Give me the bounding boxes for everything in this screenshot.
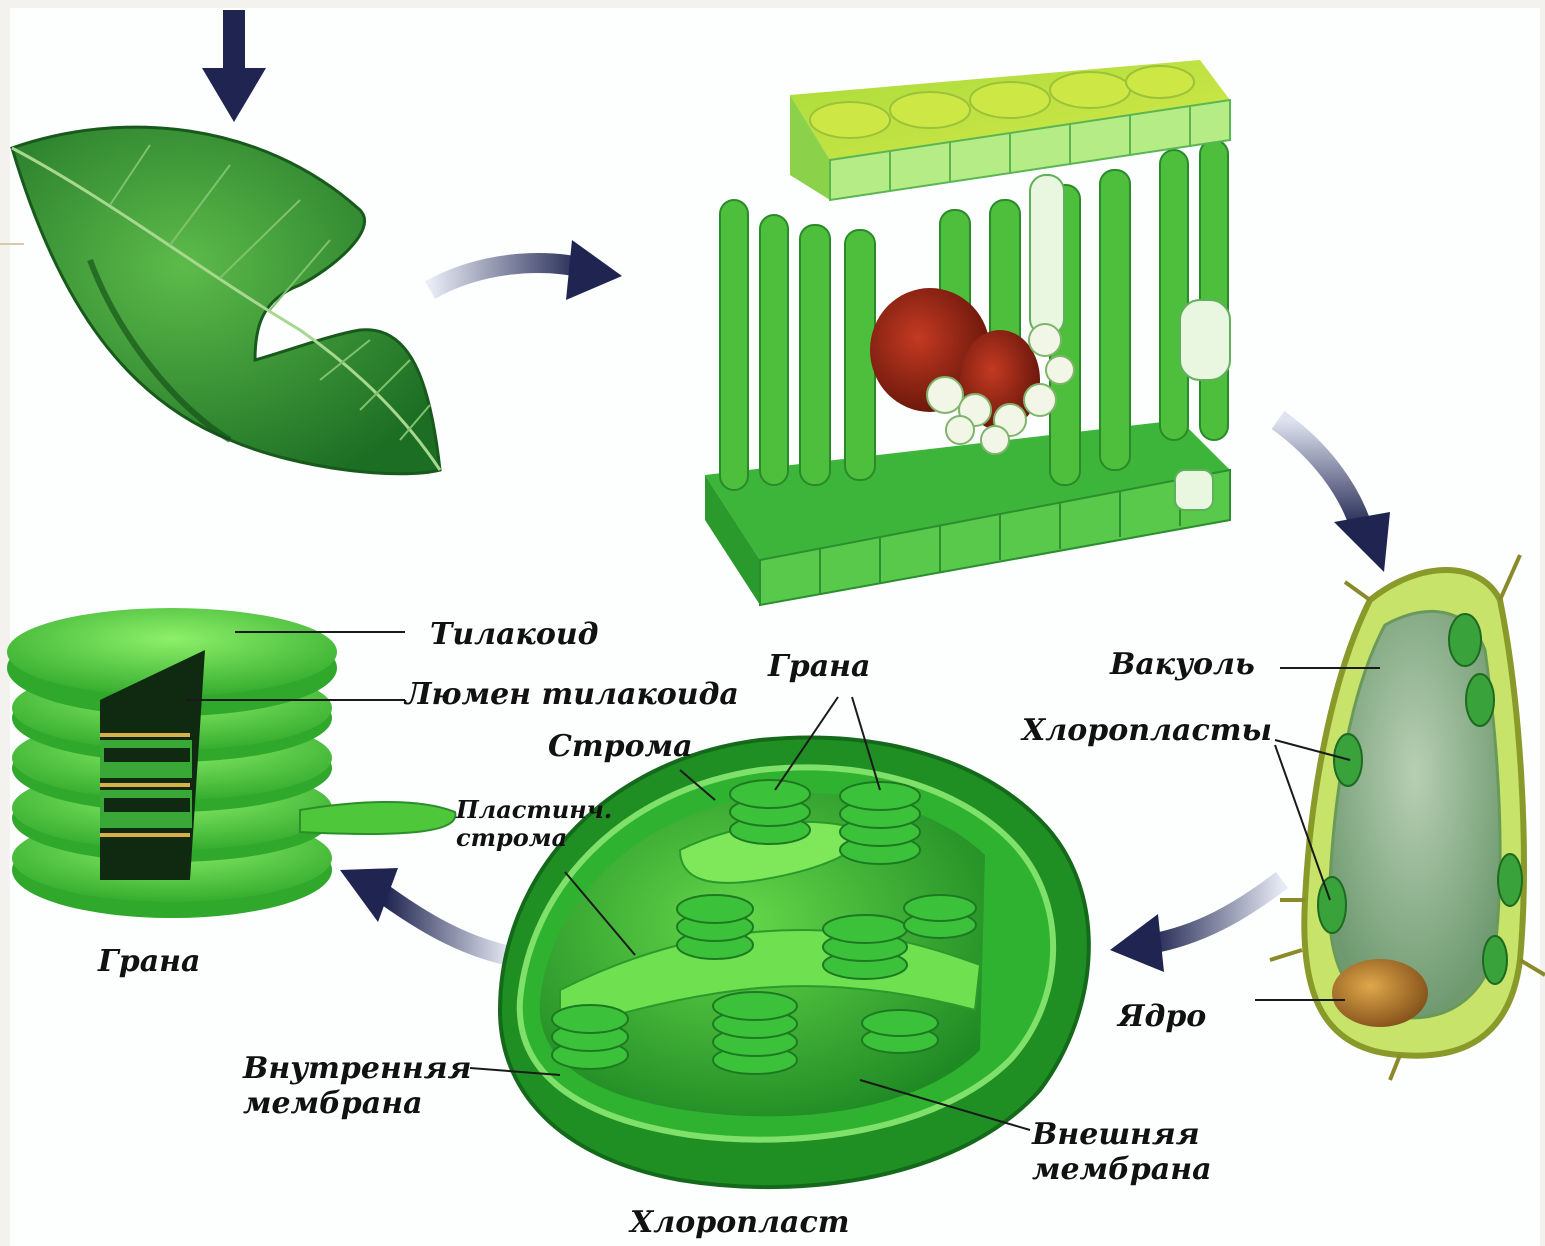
arrow-tissue-to-cell	[1278, 420, 1390, 572]
plant-cell-illustration	[1270, 555, 1545, 1080]
label-chloroplasts: Хлоропласты	[1022, 714, 1272, 749]
arrow-into-leaf	[202, 10, 266, 122]
label-nucleus: Ядро	[1118, 1000, 1206, 1035]
label-chloroplast: Хлоропласт	[630, 1206, 849, 1241]
label-thylakoid-lumen: Люмен тилакоида	[405, 678, 739, 713]
arrow-cell-to-chloroplast	[1110, 880, 1282, 972]
label-stroma: Строма	[548, 730, 693, 765]
leaf-illustration	[12, 127, 440, 474]
label-lamellar-stroma: Пластинч. строма	[456, 796, 612, 851]
arrow-leaf-to-tissue	[430, 240, 622, 300]
leaf-tissue-block	[705, 60, 1230, 605]
arrow-chloroplast-to-grana	[340, 868, 510, 956]
label-vacuole: Вакуоль	[1110, 648, 1255, 683]
label-outer-membrane: Внешняя мембрана	[1032, 1118, 1212, 1187]
label-thylakoid: Тилакоид	[430, 618, 599, 653]
label-grana-top: Грана	[768, 650, 870, 685]
label-grana-left: Грана	[98, 945, 200, 980]
label-inner-membrane: Внутренняя мембрана	[243, 1052, 471, 1121]
